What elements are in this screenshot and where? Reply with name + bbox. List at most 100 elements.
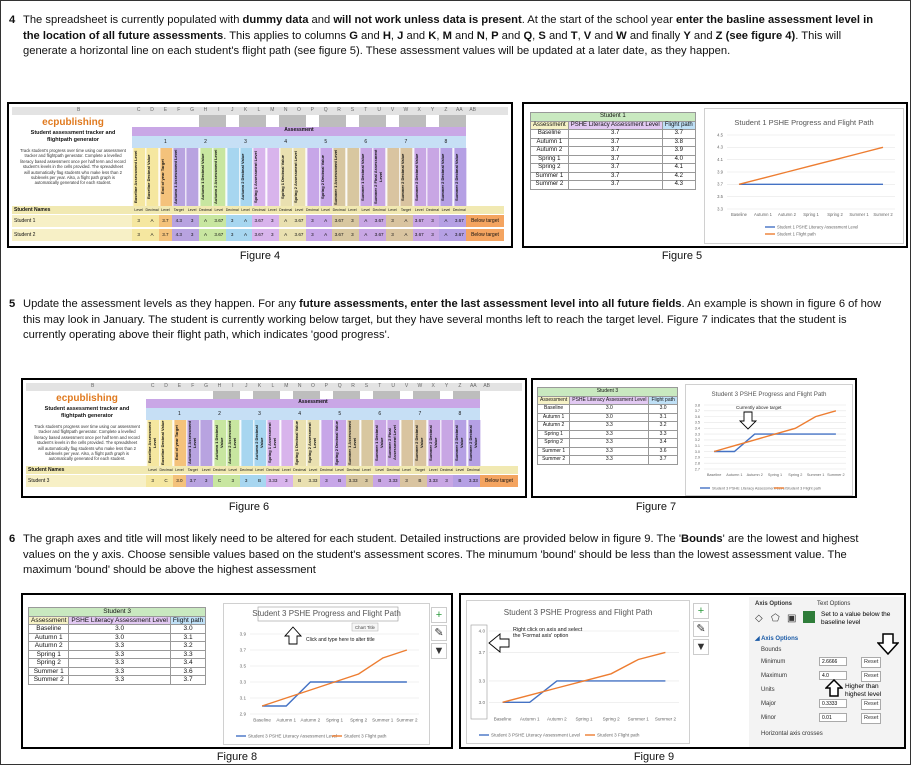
chart-title[interactable]: Student 3 PSHE Progress and Flight Path	[504, 608, 653, 617]
grade-cell[interactable]: C	[159, 475, 173, 487]
column-letter[interactable]: V	[390, 107, 395, 113]
grade-cell[interactable]: A	[145, 215, 159, 227]
x-tick-label[interactable]: Autumn 2	[547, 717, 567, 722]
y-tick-label[interactable]: 3.8	[695, 403, 700, 407]
grade-cell[interactable]: A	[145, 229, 159, 241]
column-letter[interactable]: M	[270, 107, 275, 113]
grade-cell[interactable]: 3	[345, 215, 360, 227]
x-tick-label[interactable]: Spring 2	[350, 718, 368, 723]
table-cell[interactable]: Spring 2	[536, 438, 571, 448]
table-cell[interactable]: 3.7	[661, 129, 696, 139]
grade-cell[interactable]: 3.0	[172, 475, 187, 487]
column-letter[interactable]: J	[244, 383, 248, 389]
grade-cell[interactable]: 3	[345, 229, 360, 241]
x-tick-label[interactable]: Autumn 1	[520, 717, 540, 722]
grade-cell[interactable]: 3	[279, 475, 293, 487]
grade-cell[interactable]: 3	[265, 215, 279, 227]
grade-cell[interactable]: 3	[385, 215, 400, 227]
column-letter[interactable]: AA	[455, 107, 463, 113]
table-cell[interactable]: 3.7	[567, 180, 663, 190]
column-letter[interactable]: I	[218, 107, 220, 113]
column-letter[interactable]: O	[311, 383, 315, 389]
grade-cell[interactable]: 3.67	[252, 215, 266, 227]
table-cell[interactable]: 3.2	[169, 641, 207, 651]
fig9-chart[interactable]: Student 3 PSHE Progress and Flight Path 3…	[466, 600, 690, 744]
title-selection-box[interactable]	[257, 606, 399, 622]
table-cell[interactable]: 3.3	[68, 666, 171, 676]
column-letter[interactable]: N	[297, 383, 302, 389]
grade-cell[interactable]: 3	[199, 475, 213, 487]
major-reset-button[interactable]: Reset	[861, 699, 882, 710]
series-line[interactable]	[261, 649, 408, 707]
column-letter[interactable]: R	[337, 107, 341, 113]
column-letter[interactable]: I	[232, 383, 234, 389]
grade-cell[interactable]: 3.33	[426, 475, 440, 487]
grade-cell[interactable]: 3.7	[158, 229, 173, 241]
table-cell[interactable]: Spring 1	[536, 429, 571, 439]
grade-cell[interactable]: 3	[239, 475, 253, 487]
y-tick-label[interactable]: 3.0	[479, 700, 486, 705]
y-tick-label[interactable]: 4.5	[717, 132, 723, 137]
table-cell[interactable]: 3.7	[567, 163, 663, 173]
table-cell[interactable]: 3.6	[169, 666, 207, 676]
legend-label[interactable]: Student 3 PSHE Literacy Assessment Level	[491, 733, 580, 738]
grade-cell[interactable]: 3.67	[452, 215, 466, 227]
maximum-bound-input[interactable]	[819, 671, 847, 680]
x-tick-label[interactable]: Autumn 1	[754, 212, 773, 217]
x-tick-label[interactable]: Baseline	[707, 473, 722, 477]
table-cell[interactable]: 3.0	[569, 404, 650, 414]
table-cell[interactable]: 4.1	[661, 163, 696, 173]
series-line[interactable]	[738, 146, 884, 185]
table-cell[interactable]: 3.3	[569, 438, 650, 448]
series-line[interactable]	[262, 681, 407, 707]
grade-cell[interactable]: 3	[132, 229, 146, 241]
size-properties-icon[interactable]: ▣	[787, 613, 797, 624]
column-letter[interactable]: G	[190, 107, 195, 113]
column-letter[interactable]: K	[243, 107, 248, 113]
table-cell[interactable]: 3.0	[68, 632, 171, 642]
grade-cell[interactable]: 3	[439, 475, 454, 487]
y-tick-label[interactable]: 3.9	[240, 632, 247, 637]
chart-styles-brush-icon[interactable]: ✎	[431, 625, 447, 641]
x-tick-label[interactable]: Autumn 2	[747, 473, 763, 477]
table-cell[interactable]: Spring 1	[530, 154, 569, 164]
grade-cell[interactable]: 3	[425, 215, 440, 227]
student-name[interactable]: Student 2	[12, 229, 132, 241]
target-status-cell[interactable]: Below target	[480, 475, 518, 487]
x-tick-label[interactable]: Autumn 1	[726, 473, 742, 477]
series-line[interactable]	[502, 680, 666, 703]
y-tick-label[interactable]: 3.1	[695, 444, 700, 448]
grade-cell[interactable]: A	[278, 229, 293, 241]
grade-cell[interactable]: 3	[226, 475, 240, 487]
column-letter[interactable]: T	[378, 383, 382, 389]
x-tick-label[interactable]: Baseline	[253, 718, 271, 723]
x-tick-label[interactable]: Summer 2	[873, 212, 893, 217]
table-cell[interactable]: 3.7	[567, 146, 663, 156]
grade-cell[interactable]: 4.3	[172, 229, 186, 241]
column-letter[interactable]: N	[283, 107, 288, 113]
y-tick-label[interactable]: 3.4	[695, 427, 700, 431]
grade-cell[interactable]: B	[453, 475, 467, 487]
grade-cell[interactable]: 3	[225, 229, 239, 241]
grade-cell[interactable]: 3.67	[412, 229, 426, 241]
table-cell[interactable]: 3.3	[68, 649, 171, 659]
grade-cell[interactable]: 3	[185, 215, 199, 227]
table-cell[interactable]: 3.7	[567, 129, 663, 139]
table-cell[interactable]: Spring 2	[27, 658, 70, 668]
x-tick-label[interactable]: Spring 2	[603, 717, 621, 722]
chart-title[interactable]: Student 1 PSHE Progress and Flight Path	[734, 118, 873, 127]
axis-selection-box[interactable]	[470, 624, 488, 720]
grade-cell[interactable]: 3.33	[386, 475, 400, 487]
grade-cell[interactable]: 3	[265, 229, 279, 241]
grade-cell[interactable]: 3.33	[266, 475, 280, 487]
table-cell[interactable]: Baseline	[530, 129, 569, 139]
x-tick-label[interactable]: Baseline	[494, 717, 512, 722]
table-cell[interactable]: 3.3	[569, 421, 650, 431]
y-tick-label[interactable]: 3.3	[717, 206, 723, 211]
table-cell[interactable]: 3.9	[661, 146, 696, 156]
x-tick-label[interactable]: Summer 1	[849, 212, 869, 217]
series-line[interactable]	[714, 433, 836, 453]
table-cell[interactable]: 3.7	[567, 137, 663, 147]
